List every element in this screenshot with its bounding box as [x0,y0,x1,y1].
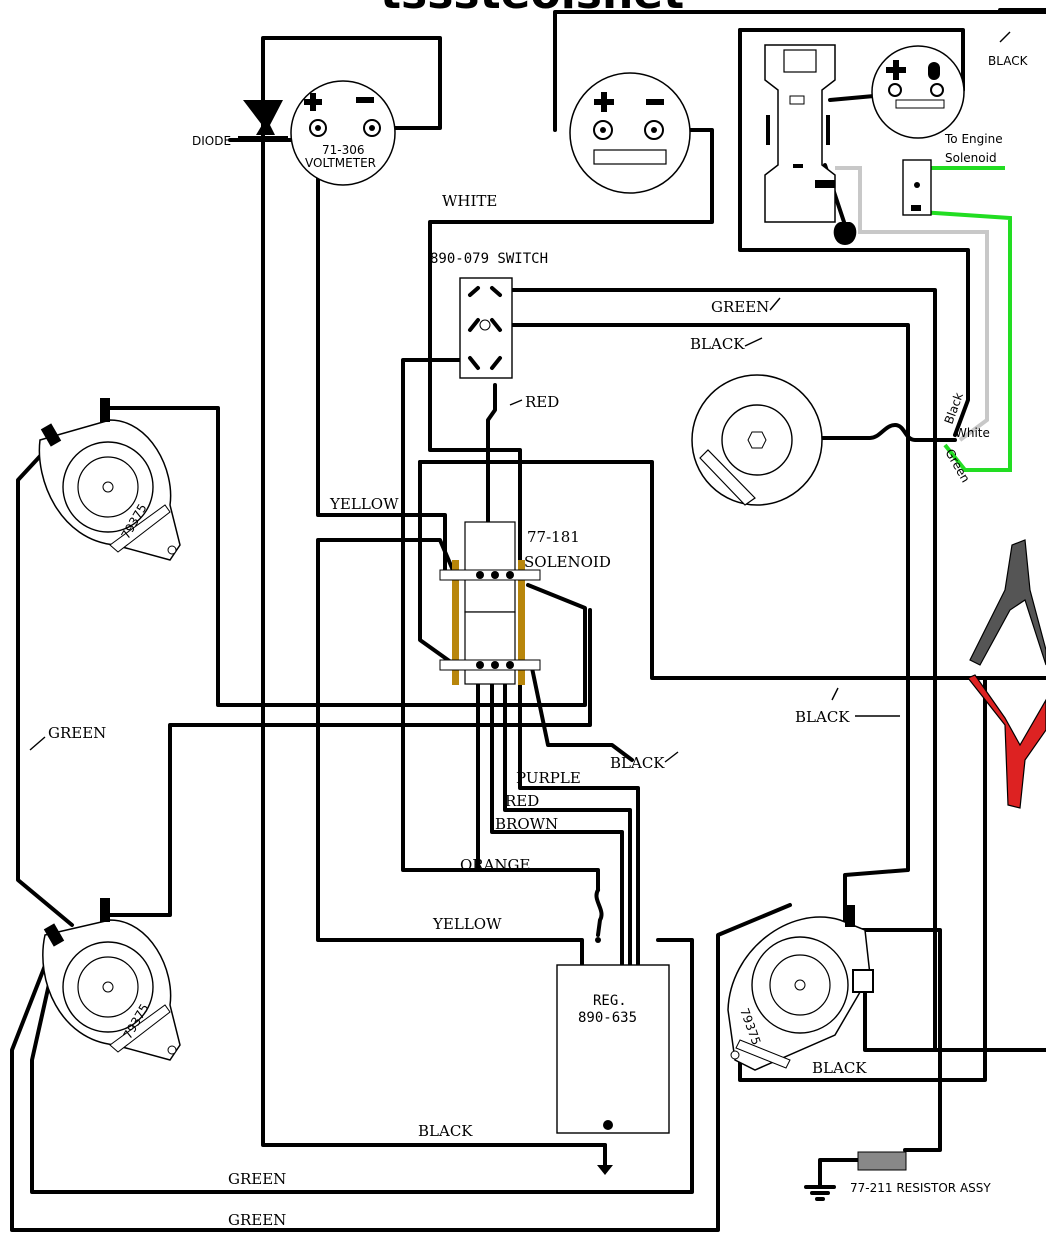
wire-red-lower [503,573,632,967]
receptacle [764,44,857,245]
wire-motor-tl-term [16,438,74,927]
wire-yellow-lower [316,538,584,967]
switch: 890-079 SWITCH [430,251,548,379]
wire-green-engine-loop [919,210,1012,472]
label-black-bottom: BLACK [418,1122,473,1140]
label-black-mid: BLACK [610,754,665,772]
label-green-bottom-2: GREEN [228,1211,286,1229]
label-green-left: GREEN [48,724,106,742]
label-green-switch: GREEN [711,298,769,316]
label-yellow-upper: YELLOW [329,495,399,513]
wire-voltmeter-top-loop [261,36,442,140]
engine-solenoid-label-2: Solenoid [945,151,997,165]
wire-solenoid-frame-left [418,460,457,667]
label-black-gen: BLACK [812,1059,867,1077]
voltmeter: 71-306 VOLTMETER [290,80,396,186]
diode: DIODE [192,100,302,148]
ammeter [569,72,691,194]
battery-clamp-black [969,539,1046,666]
wire-resistor-ground [818,1158,860,1187]
label-black-switch: BLACK [690,335,745,353]
motor-right [691,374,823,506]
label-purple: PURPLE [516,769,581,787]
wire-switch-black [503,288,937,1052]
wire-motor-bl-top [108,608,592,917]
label-red: RED [525,393,559,411]
wire-brown [490,598,624,967]
wire-left-main-vertical [261,136,607,1147]
receptacle-gauge: BLACK [871,31,1029,139]
label-tiny-white: White [955,426,990,440]
wire-motor-bl-green2 [10,903,792,1232]
wire-motor-br-bottom [738,1044,987,1082]
watermark: tsssteolsnet [380,0,684,19]
label-black-top: BLACK [988,54,1029,68]
label-tiny-green: Green [942,447,972,485]
label-black-right: BLACK [795,708,850,726]
label-red-lower: RED [505,792,539,810]
motor-bottom-left: 79375 [42,898,181,1061]
engine-solenoid-connector: To Engine Solenoid [902,132,1003,216]
motor-bottom-right: 79375 [727,905,874,1071]
wire-white [428,128,714,577]
voltmeter-part: 71-306 [322,143,365,157]
voltmeter-label: VOLTMETER [305,156,376,170]
label-white: WHITE [442,192,497,210]
label-green-bottom-1: GREEN [228,1170,286,1188]
motor-top-left: 79375 [38,398,181,561]
wire-switch-green [503,323,910,927]
wire-red [486,383,497,577]
regulator-part: 890-635 [578,1010,637,1026]
wire-motor-bl-green1 [30,933,694,1194]
wire-right-edge [983,8,1046,1048]
regulator-label: REG. [593,993,627,1009]
wire-motor-br-black [863,983,1046,1052]
resistor-label: 77-211 RESISTOR ASSY [850,1181,991,1195]
wire-receptacle-loop [738,28,965,92]
wire-right-motor [816,423,957,442]
wire-receptacle-left [738,28,970,437]
diode-label: DIODE [192,134,231,148]
resistor-assy: 77-211 RESISTOR ASSY [804,1151,991,1201]
solenoid-label: SOLENOID [524,553,611,571]
label-orange: ORANGE [460,856,530,874]
battery-clamp-red [967,674,1046,809]
regulator: REG. 890-635 [556,888,670,1175]
solenoid-part: 77-181 [527,528,580,546]
color-wires [835,166,1012,472]
wire-voltmeter-yellow [316,126,447,577]
switch-label: 890-079 SWITCH [430,251,548,267]
wire-motor-tl [108,406,587,707]
label-brown: BROWN [495,815,558,833]
wire-ammeter-top [553,10,1046,132]
solenoid: 77-181 SOLENOID [439,521,611,685]
engine-solenoid-label-1: To Engine [944,132,1003,146]
wire-solenoid-black [530,666,634,762]
wire-switch-left [401,358,600,892]
wire-motor-br-right [856,928,942,1152]
wire-gray [835,166,989,442]
wire-solenoid-frame-top [418,460,1046,680]
label-yellow-lower: YELLOW [432,915,502,933]
